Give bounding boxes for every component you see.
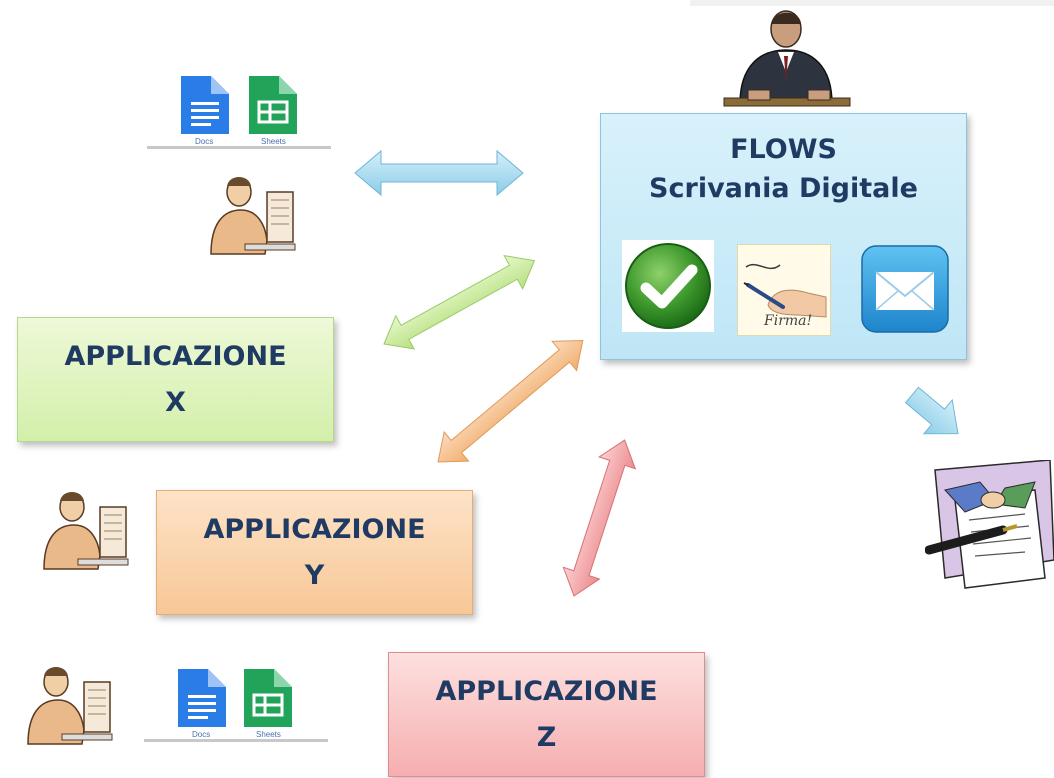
approve-check-icon xyxy=(622,240,714,332)
flows-subtitle: Scrivania Digitale xyxy=(649,173,918,205)
double-arrow-appz-flows xyxy=(562,439,637,597)
application-z-line2: Z xyxy=(536,721,557,753)
google-docs-icon xyxy=(178,669,226,727)
mail-envelope-icon xyxy=(861,245,949,333)
businessman-at-desk-icon xyxy=(723,10,851,107)
docs-label: Docs xyxy=(195,137,213,146)
docs-sheets-top: Docs Sheets xyxy=(147,76,331,149)
application-y-box: APPLICAZIONE Y xyxy=(156,490,473,615)
docs-label: Docs xyxy=(192,730,210,739)
application-y-line2: Y xyxy=(304,559,325,591)
application-x-line1: APPLICAZIONE xyxy=(64,340,287,372)
application-z-line1: APPLICAZIONE xyxy=(435,675,658,707)
handshake-contract-icon xyxy=(925,460,1054,589)
docs-sheets-bottom: Docs Sheets xyxy=(144,669,328,742)
signature-hand-icon: Firma! xyxy=(737,244,831,336)
office-worker-icon xyxy=(210,177,296,255)
firma-label: Firma! xyxy=(764,313,813,329)
double-arrow-appy-flows xyxy=(437,339,584,463)
application-x-line2: X xyxy=(165,386,186,418)
arrow-flows-to-contract xyxy=(904,386,959,435)
office-worker-icon xyxy=(43,492,129,570)
double-arrow-appx-flows xyxy=(383,254,536,350)
flows-title: FLOWS xyxy=(730,134,837,165)
sheets-label: Sheets xyxy=(261,137,286,146)
google-sheets-icon xyxy=(249,76,297,134)
google-docs-icon xyxy=(181,76,229,134)
double-arrow-docs-flows xyxy=(354,149,524,197)
office-worker-icon xyxy=(27,667,113,745)
application-z-box: APPLICAZIONE Z xyxy=(388,652,705,777)
application-x-box: APPLICAZIONE X xyxy=(17,317,334,442)
top-strip xyxy=(690,0,1054,6)
google-sheets-icon xyxy=(244,669,292,727)
sheets-label: Sheets xyxy=(256,730,281,739)
application-y-line1: APPLICAZIONE xyxy=(203,513,426,545)
